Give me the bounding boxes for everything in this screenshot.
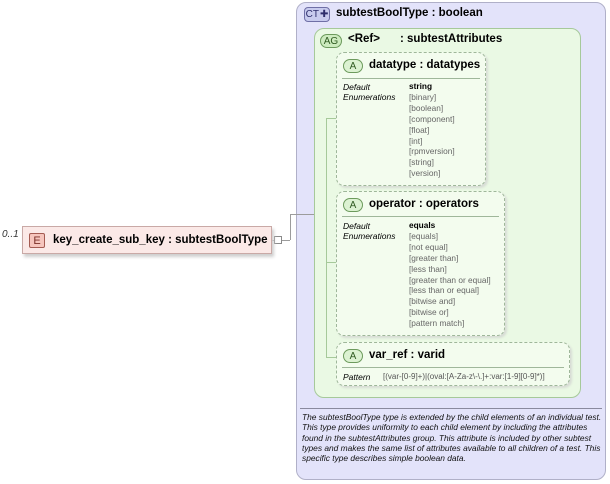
attribute-badge: A [343, 198, 363, 212]
enum-value: [less than or equal] [409, 285, 480, 296]
expand-toggle[interactable] [274, 236, 282, 244]
divider [342, 78, 480, 79]
enumerations-label: Enumerations [343, 92, 396, 102]
pattern-value: [(var-[0-9]+)|(oval:[A-Za-z\-\.]+:var:[1… [383, 372, 545, 381]
attribute-badge: A [343, 59, 363, 73]
divider [342, 216, 499, 217]
tree-line [326, 118, 336, 119]
enum-value: [version] [409, 168, 441, 179]
occurrence-label: 0..1 [2, 229, 19, 240]
enum-value: [greater than] [409, 252, 459, 263]
enum-value: [pattern match] [409, 318, 465, 329]
enum-value: [not equal] [409, 241, 448, 252]
tree-line [326, 118, 327, 358]
attribute-title: datatype : datatypes [369, 59, 481, 71]
ct-badge-text: CT [305, 9, 319, 20]
attribute-datatype[interactable]: A datatype : datatypes Default Enumerati… [336, 52, 486, 186]
enumeration-list: string [binary] [boolean] [component] [f… [409, 81, 455, 179]
enum-value: [binary] [409, 91, 437, 102]
enum-value: [component] [409, 113, 455, 124]
default-label: Default [343, 221, 370, 231]
documentation-divider [300, 408, 602, 409]
attribute-group-badge: AG [320, 34, 342, 48]
enum-value: [less than] [409, 263, 447, 274]
enum-value: [bitwise and] [409, 296, 456, 307]
connector-line [290, 214, 296, 215]
default-value: equals [409, 220, 436, 230]
attribute-operator[interactable]: A operator : operators Default Enumerati… [336, 191, 505, 336]
attribute-title: var_ref : varid [369, 349, 446, 361]
tree-line [326, 262, 336, 263]
enum-value: [bitwise or] [409, 307, 449, 318]
complex-type-badge: CT✚ [304, 7, 330, 22]
connector-line [290, 214, 291, 240]
enum-value: [greater than or equal] [409, 274, 491, 285]
enum-value: [string] [409, 157, 434, 168]
default-label: Default [343, 82, 370, 92]
attribute-var-ref[interactable]: A var_ref : varid Pattern [(var-[0-9]+)|… [336, 342, 570, 386]
attribute-group-ref: <Ref> [348, 33, 380, 45]
divider [342, 367, 564, 368]
connector-line [282, 240, 290, 241]
enum-value: [int] [409, 135, 423, 146]
enum-value: [equals] [409, 230, 439, 241]
attribute-title: operator : operators [369, 198, 479, 210]
tree-line [326, 357, 336, 358]
attribute-badge: A [343, 349, 363, 363]
element-badge: E [29, 233, 45, 248]
enum-value: [rpmversion] [409, 146, 455, 157]
attribute-group-name: : subtestAttributes [400, 33, 503, 45]
default-value: string [409, 81, 433, 91]
enumerations-label: Enumerations [343, 231, 396, 241]
enumeration-list: equals [equals] [not equal] [greater tha… [409, 220, 491, 329]
connector-line [296, 214, 326, 215]
pattern-label: Pattern [343, 372, 371, 382]
enum-value: [boolean] [409, 102, 444, 113]
element-node[interactable]: E key_create_sub_key : subtestBoolType [22, 226, 272, 254]
complex-type-name: subtestBoolType : boolean [336, 7, 483, 19]
enum-value: [float] [409, 124, 430, 135]
plus-icon: ✚ [319, 9, 329, 20]
element-name: key_create_sub_key : subtestBoolType [53, 234, 268, 246]
documentation-text: The subtestBoolType type is extended by … [302, 412, 602, 464]
